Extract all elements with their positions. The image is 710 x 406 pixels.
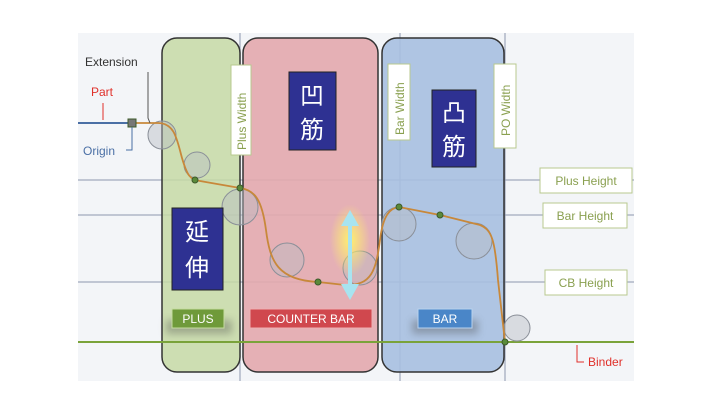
svg-text:CB Height: CB Height <box>559 276 614 290</box>
svg-text:BAR: BAR <box>433 312 458 326</box>
svg-text:延: 延 <box>185 218 209 246</box>
part-label: Part <box>91 85 114 99</box>
svg-text:COUNTER BAR: COUNTER BAR <box>267 312 355 326</box>
svg-text:Bar Height: Bar Height <box>557 209 614 223</box>
counter-bar-button[interactable]: COUNTER BAR <box>249 308 373 329</box>
plus-button[interactable]: PLUS <box>166 308 232 334</box>
svg-text:PLUS: PLUS <box>182 312 213 326</box>
svg-text:PO Width: PO Width <box>499 85 513 136</box>
plus-width-label: Plus Width <box>230 64 252 156</box>
bar-width-label: Bar Width <box>387 63 411 141</box>
extension-label: Extension <box>85 55 138 69</box>
svg-text:凹: 凹 <box>300 82 324 110</box>
svg-text:Plus Height: Plus Height <box>555 174 617 188</box>
svg-text:筋: 筋 <box>442 133 466 161</box>
svg-text:伸: 伸 <box>185 254 209 282</box>
bar-title: 凸 筋 <box>431 89 477 168</box>
plus-title: 延 伸 <box>171 207 224 291</box>
svg-text:Plus Width: Plus Width <box>235 93 249 150</box>
po-width-label: PO Width <box>493 63 517 149</box>
bar-button[interactable]: BAR <box>412 308 478 334</box>
svg-text:筋: 筋 <box>300 116 324 144</box>
height-adjust-arrow-icon[interactable] <box>330 204 370 300</box>
leader-lines <box>102 72 584 363</box>
origin-label: Origin <box>83 144 115 158</box>
bar-height-label: Bar Height <box>542 202 628 229</box>
profile-control-points <box>127 118 509 346</box>
svg-text:Bar Width: Bar Width <box>393 82 407 135</box>
svg-text:凸: 凸 <box>442 99 466 127</box>
counter-bar-title: 凹 筋 <box>288 71 337 151</box>
plus-height-label: Plus Height <box>539 167 633 194</box>
cb-height-label: CB Height <box>544 269 628 296</box>
binder-label: Binder <box>588 355 623 369</box>
